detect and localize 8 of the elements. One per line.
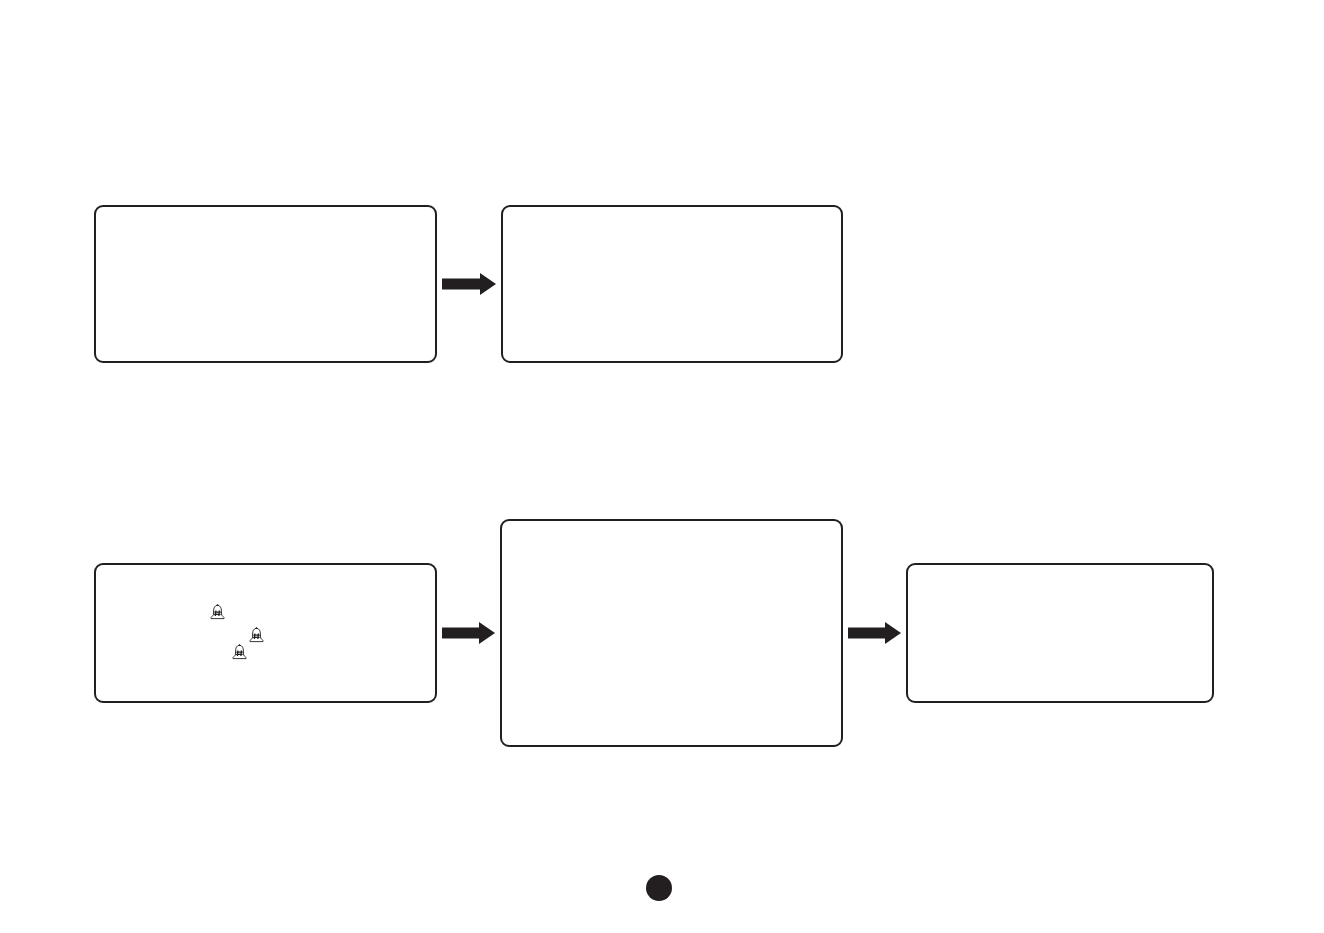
rounded-box xyxy=(906,563,1214,703)
rounded-box xyxy=(500,519,843,747)
block-arrow xyxy=(848,622,901,644)
block-arrow xyxy=(442,273,496,295)
rounded-box xyxy=(94,563,437,703)
rounded-box xyxy=(94,205,437,363)
block-arrow xyxy=(442,622,495,644)
rounded-box xyxy=(501,205,843,363)
